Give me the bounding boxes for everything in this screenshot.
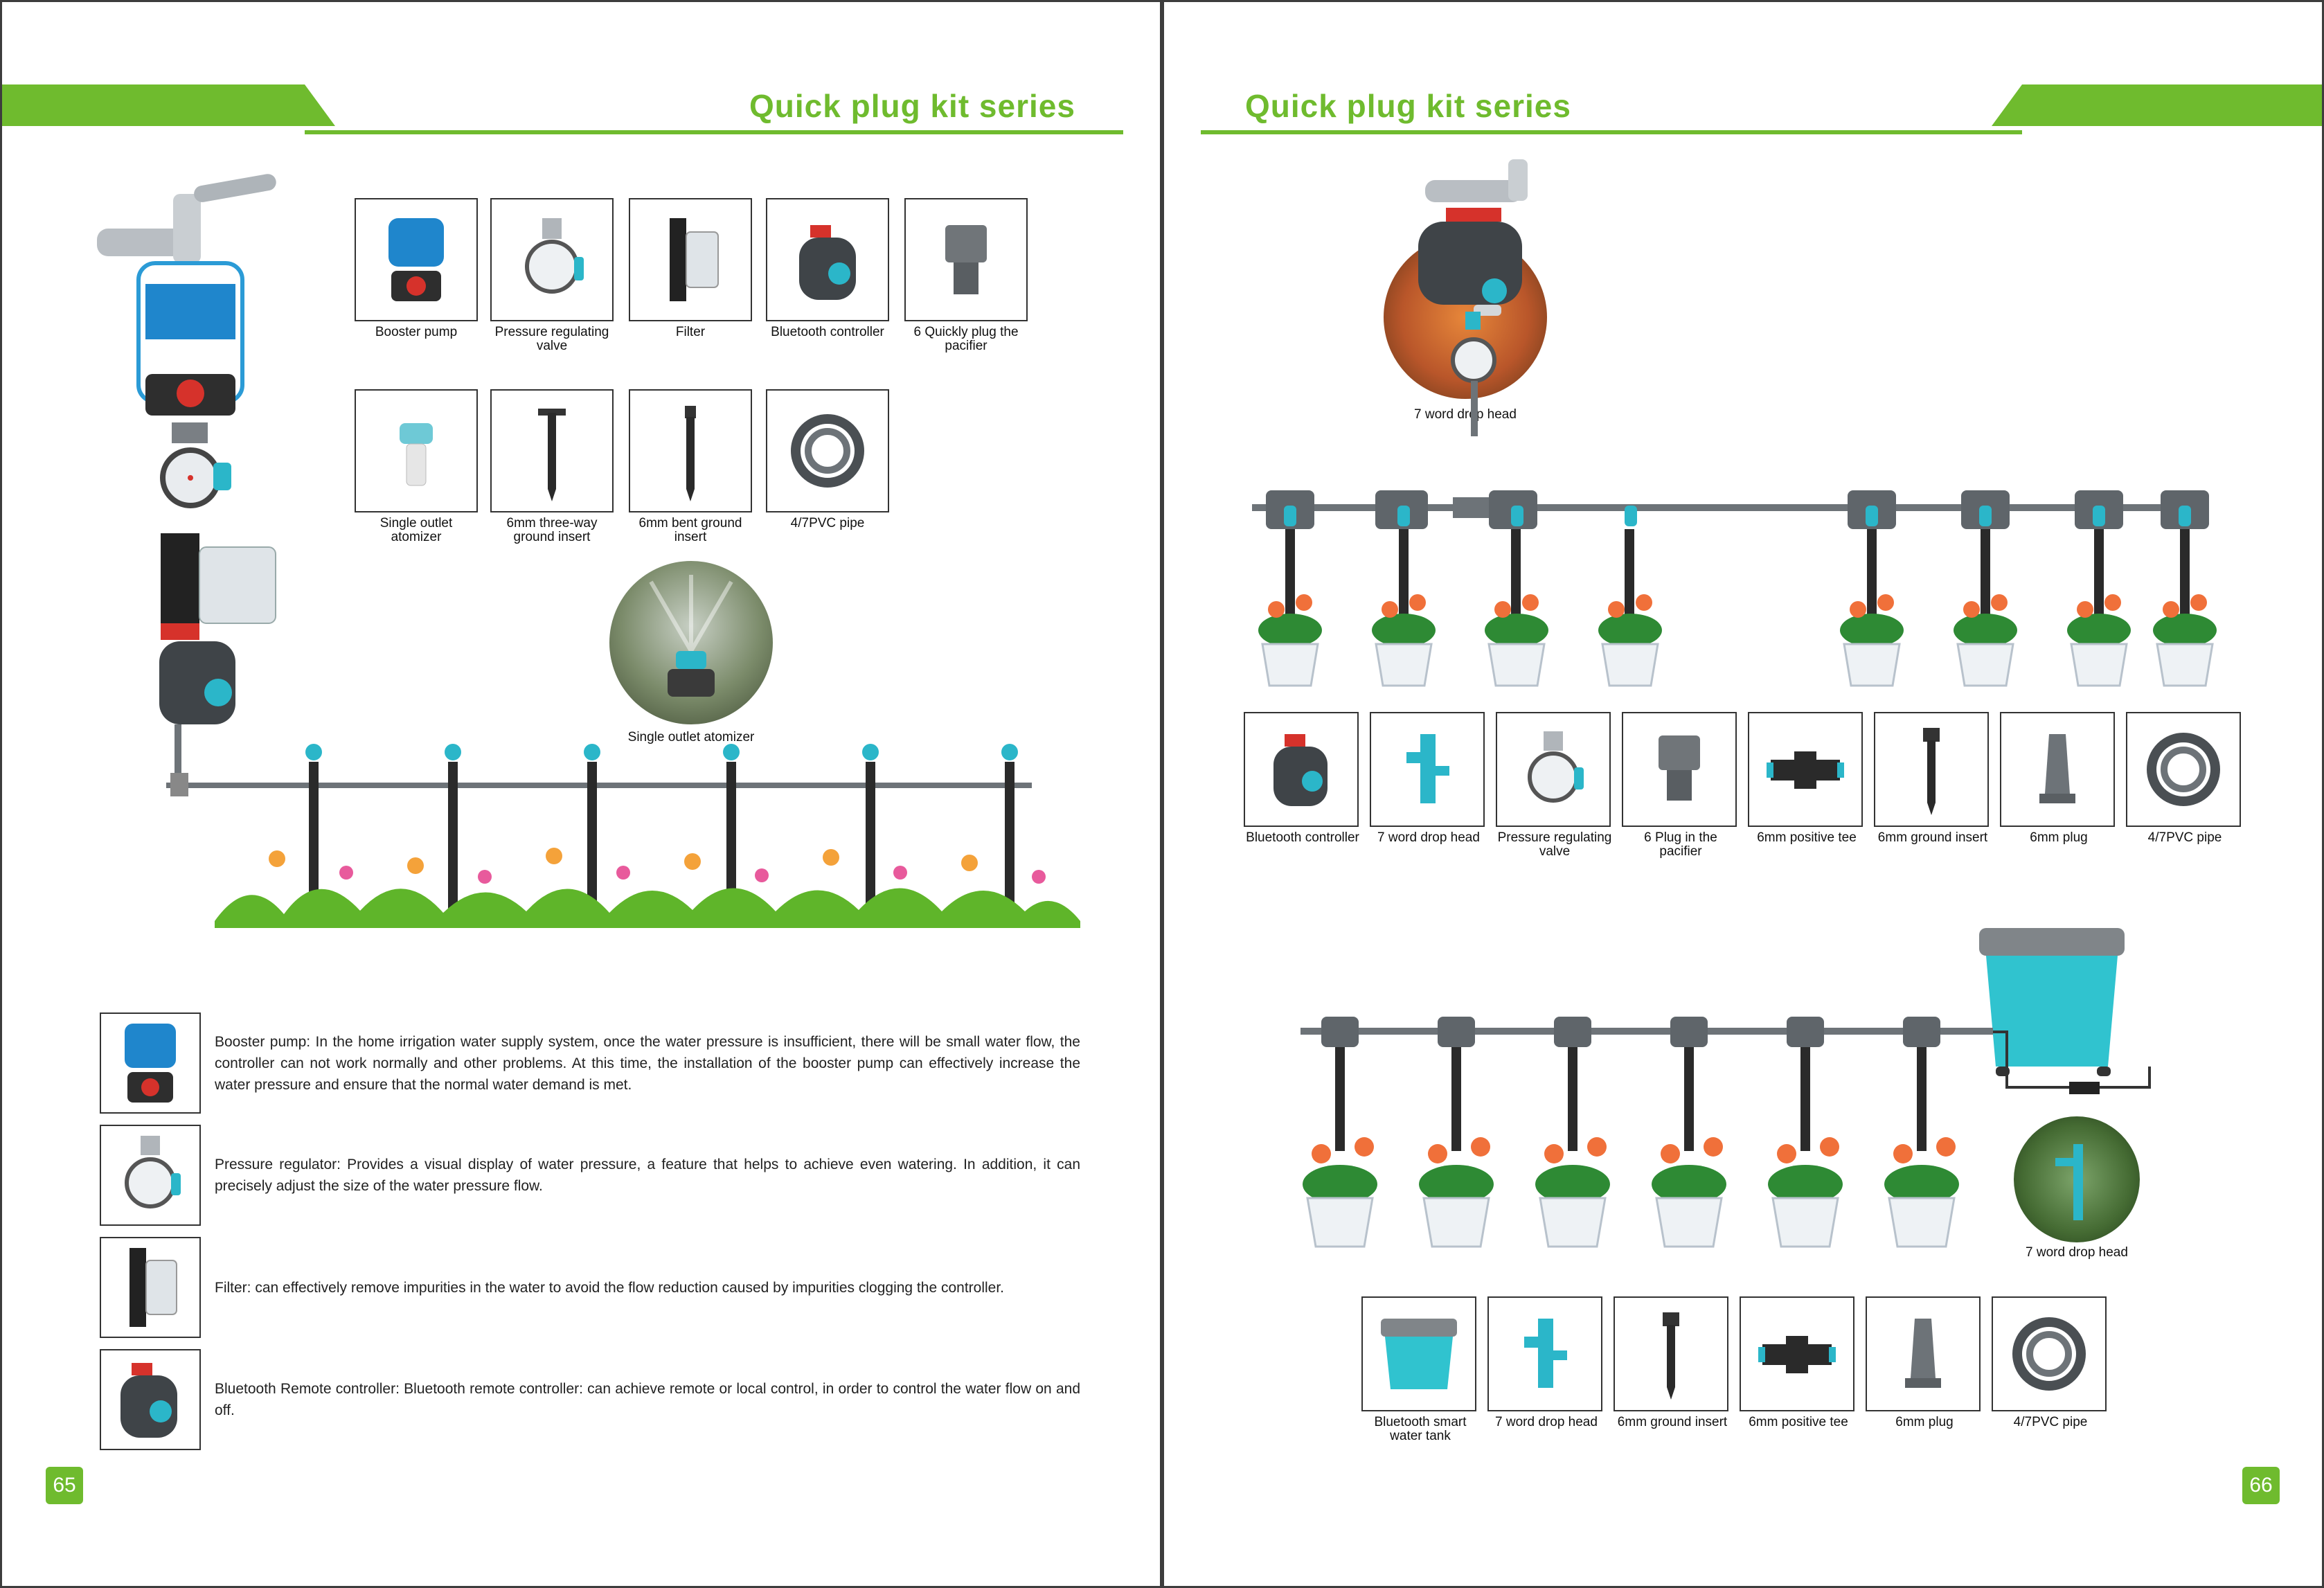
- product-bluetooth-controller: Bluetooth controller: [766, 198, 889, 339]
- positive-tee-icon: [1767, 751, 1844, 789]
- right-page: Quick plug kit series 7 word drop head: [1162, 0, 2324, 1588]
- atomizer-photo-label: Single outlet atomizer: [627, 730, 755, 744]
- kit1-product-pressure-valve: Pressure regulating valve: [1496, 712, 1614, 859]
- kit2-product-pvc-pipe: 4/7PVC pipe: [1992, 1296, 2109, 1429]
- bent-insert-icon: [685, 406, 696, 501]
- page-title: Quick plug kit series: [1245, 88, 1571, 124]
- drop-head-photo-2: [2014, 1116, 2140, 1242]
- description-filter: Filter: can effectively remove impuritie…: [100, 1237, 1083, 1338]
- product-pacifier-plug: 6 Quickly plug the pacifier: [904, 198, 1028, 353]
- plug-icon: [1905, 1319, 1941, 1388]
- product-atomizer: Single outlet atomizer: [355, 389, 478, 544]
- booster-pump-icon: [388, 218, 444, 301]
- description-pressure-regulator: Pressure regulator: Provides a visual di…: [100, 1125, 1083, 1226]
- water-tank-icon: [1381, 1319, 1457, 1389]
- product-pvc-pipe: 4/7PVC pipe: [766, 389, 889, 530]
- kit1-product-positive-tee: 6mm positive tee: [1748, 712, 1866, 845]
- page-title: Quick plug kit series: [749, 88, 1075, 124]
- page-number: 66: [2242, 1467, 2280, 1504]
- drop-head-icon: [1524, 1319, 1567, 1388]
- filter-icon: [129, 1248, 177, 1327]
- drop-head-icon: [1406, 734, 1449, 803]
- product-pressure-valve: Pressure regulating valve: [490, 198, 614, 353]
- product-filter: Filter: [629, 198, 752, 339]
- pressure-gauge-icon: [525, 218, 584, 294]
- left-page: Quick plug kit series: [0, 0, 1162, 1588]
- kit2-water-tank-illustration: [1300, 928, 2151, 1248]
- drop-head-photo-2-label: 7 word drop head: [2026, 1245, 2128, 1260]
- pressure-gauge-icon: [125, 1136, 181, 1208]
- bluetooth-controller-icon: [120, 1363, 177, 1438]
- product-bent-insert: 6mm bent ground insert: [629, 389, 752, 544]
- kit1-product-pvc-pipe: 4/7PVC pipe: [2126, 712, 2244, 845]
- kit1-product-plug: 6mm plug: [2000, 712, 2118, 845]
- bluetooth-controller-icon: [799, 225, 856, 300]
- kit1-product-pacifier-plug: 6 Plug in the pacifier: [1622, 712, 1740, 859]
- product-three-way-insert: 6mm three-way ground insert: [490, 389, 614, 544]
- ground-irrigation-illustration: [166, 744, 1080, 928]
- ground-insert-icon: [1923, 728, 1940, 815]
- kit2-product-drop-head: 7 word drop head: [1487, 1296, 1605, 1429]
- positive-tee-icon: [1758, 1336, 1836, 1373]
- bluetooth-controller-icon: [1273, 734, 1328, 806]
- kit2-product-ground-insert: 6mm ground insert: [1614, 1296, 1731, 1429]
- page-number: 65: [46, 1467, 83, 1504]
- drop-head-photo-label: 7 word drop head: [1414, 407, 1517, 422]
- kit1-product-drop-head: 7 word drop head: [1370, 712, 1487, 845]
- pressure-gauge-icon: [1528, 731, 1584, 803]
- left-header-bar: [0, 84, 1123, 134]
- kit2-product-water-tank: Bluetooth smart water tank: [1361, 1296, 1479, 1443]
- kit2-product-positive-tee: 6mm positive tee: [1740, 1296, 1857, 1429]
- kit1-drip-line-illustration: [1252, 159, 2217, 687]
- pvc-pipe-icon: [2012, 1317, 2086, 1391]
- pvc-pipe-icon: [791, 414, 864, 488]
- ground-insert-icon: [538, 409, 566, 501]
- pacifier-plug-icon: [1659, 735, 1700, 801]
- kit2-product-plug: 6mm plug: [1866, 1296, 1983, 1429]
- kit1-product-bluetooth-controller: Bluetooth controller: [1244, 712, 1361, 845]
- pvc-pipe-icon: [2147, 733, 2220, 806]
- faucet-assembly-illustration: [97, 174, 276, 796]
- booster-pump-icon: [125, 1024, 176, 1103]
- product-booster-pump: Booster pump: [355, 198, 478, 339]
- atomizer-photo: [609, 561, 773, 724]
- description-booster-pump: Booster pump: In the home irrigation wat…: [100, 1012, 1083, 1114]
- kit1-product-ground-insert: 6mm ground insert: [1874, 712, 1992, 845]
- pacifier-plug-icon: [945, 225, 987, 294]
- filter-icon: [670, 218, 719, 301]
- right-header-bar: [1201, 84, 2324, 134]
- plug-icon: [2039, 734, 2075, 803]
- ground-insert-icon: [1663, 1312, 1679, 1400]
- description-bluetooth-controller: Bluetooth Remote controller: Bluetooth r…: [100, 1349, 1083, 1450]
- atomizer-icon: [400, 423, 433, 486]
